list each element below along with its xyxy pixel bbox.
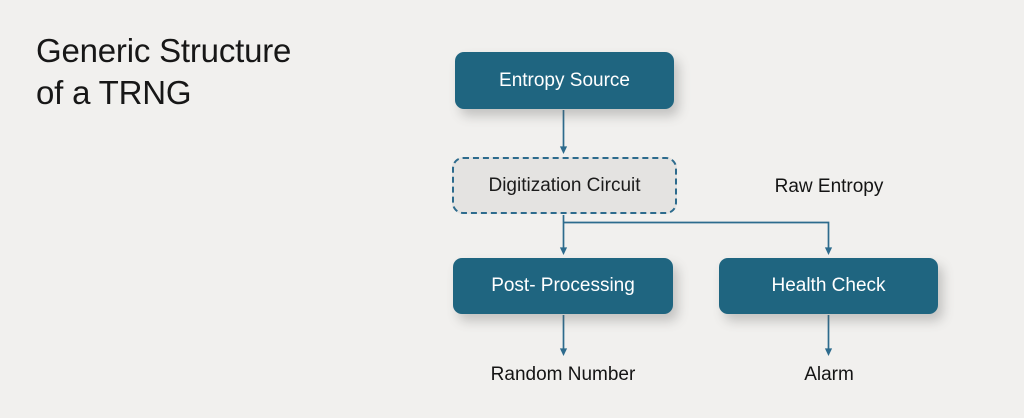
node-post-processing-label: Post- Processing [491,275,635,296]
node-health-check[interactable]: Health Check [719,258,938,314]
node-post-processing[interactable]: Post- Processing [453,258,673,314]
node-entropy-source[interactable]: Entropy Source [455,52,674,109]
node-digitization-circuit-label: Digitization Circuit [488,174,641,196]
node-digitization-circuit[interactable]: Digitization Circuit [452,157,677,214]
node-health-check-label: Health Check [771,275,886,296]
label-raw-entropy: Raw Entropy [774,176,884,197]
page-title: Generic Structure of a TRNG [36,32,292,111]
label-alarm: Alarm [804,364,854,385]
label-random-number: Random Number [490,364,636,385]
edge-digitization-to-health-check [563,221,833,256]
node-entropy-source-label: Entropy Source [499,69,630,91]
